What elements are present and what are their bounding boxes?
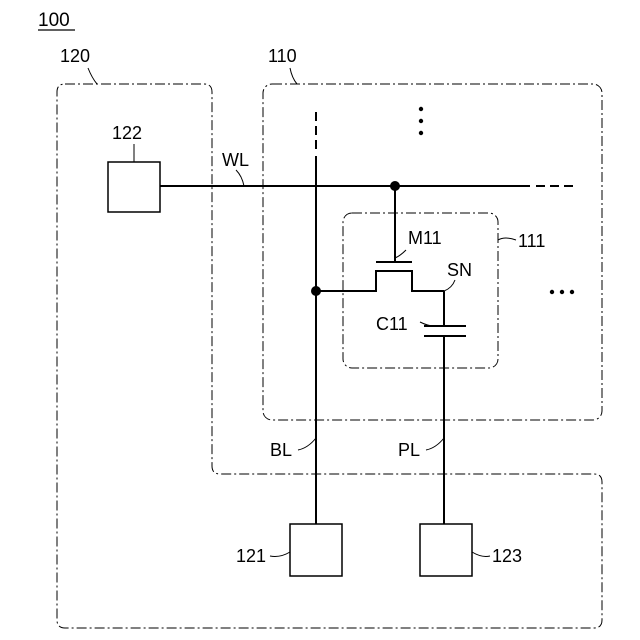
block-121-leader [270,552,290,557]
transistor-leader [395,250,406,258]
region-110-leader [290,68,297,84]
block-123-leader [472,552,490,557]
horizontal-ellipsis-dot [570,290,574,294]
block-122 [108,162,160,212]
region-110-outline [263,84,602,420]
plate-line-label: PL [398,440,420,460]
plate-line-leader [426,438,444,450]
word-line-leader [236,170,244,186]
memory-cell-111-label: 111 [518,231,545,251]
memory-cell-111-leader [498,238,516,240]
word-line-label: WL [222,150,249,170]
storage-node-leader [444,280,455,291]
transistor-channel [316,271,444,291]
region-110-label: 110 [268,46,297,66]
block-123 [420,524,472,576]
capacitor-label: C11 [376,314,408,334]
horizontal-ellipsis-dot [560,290,564,294]
figure-number: 100 [38,10,70,31]
block-121 [290,524,342,576]
vertical-ellipsis-dot [419,131,423,135]
region-120-label: 120 [60,46,90,66]
vertical-ellipsis-dot [419,107,423,111]
region-120-leader [88,68,97,84]
horizontal-ellipsis-dot [550,290,554,294]
bit-line-leader [298,438,316,450]
block-122-label: 122 [112,123,142,143]
transistor-label: M11 [408,228,442,248]
storage-node-label: SN [447,260,472,280]
block-123-label: 123 [492,546,522,566]
block-121-label: 121 [236,546,266,566]
bit-line-label: BL [270,440,292,460]
vertical-ellipsis-dot [419,119,423,123]
